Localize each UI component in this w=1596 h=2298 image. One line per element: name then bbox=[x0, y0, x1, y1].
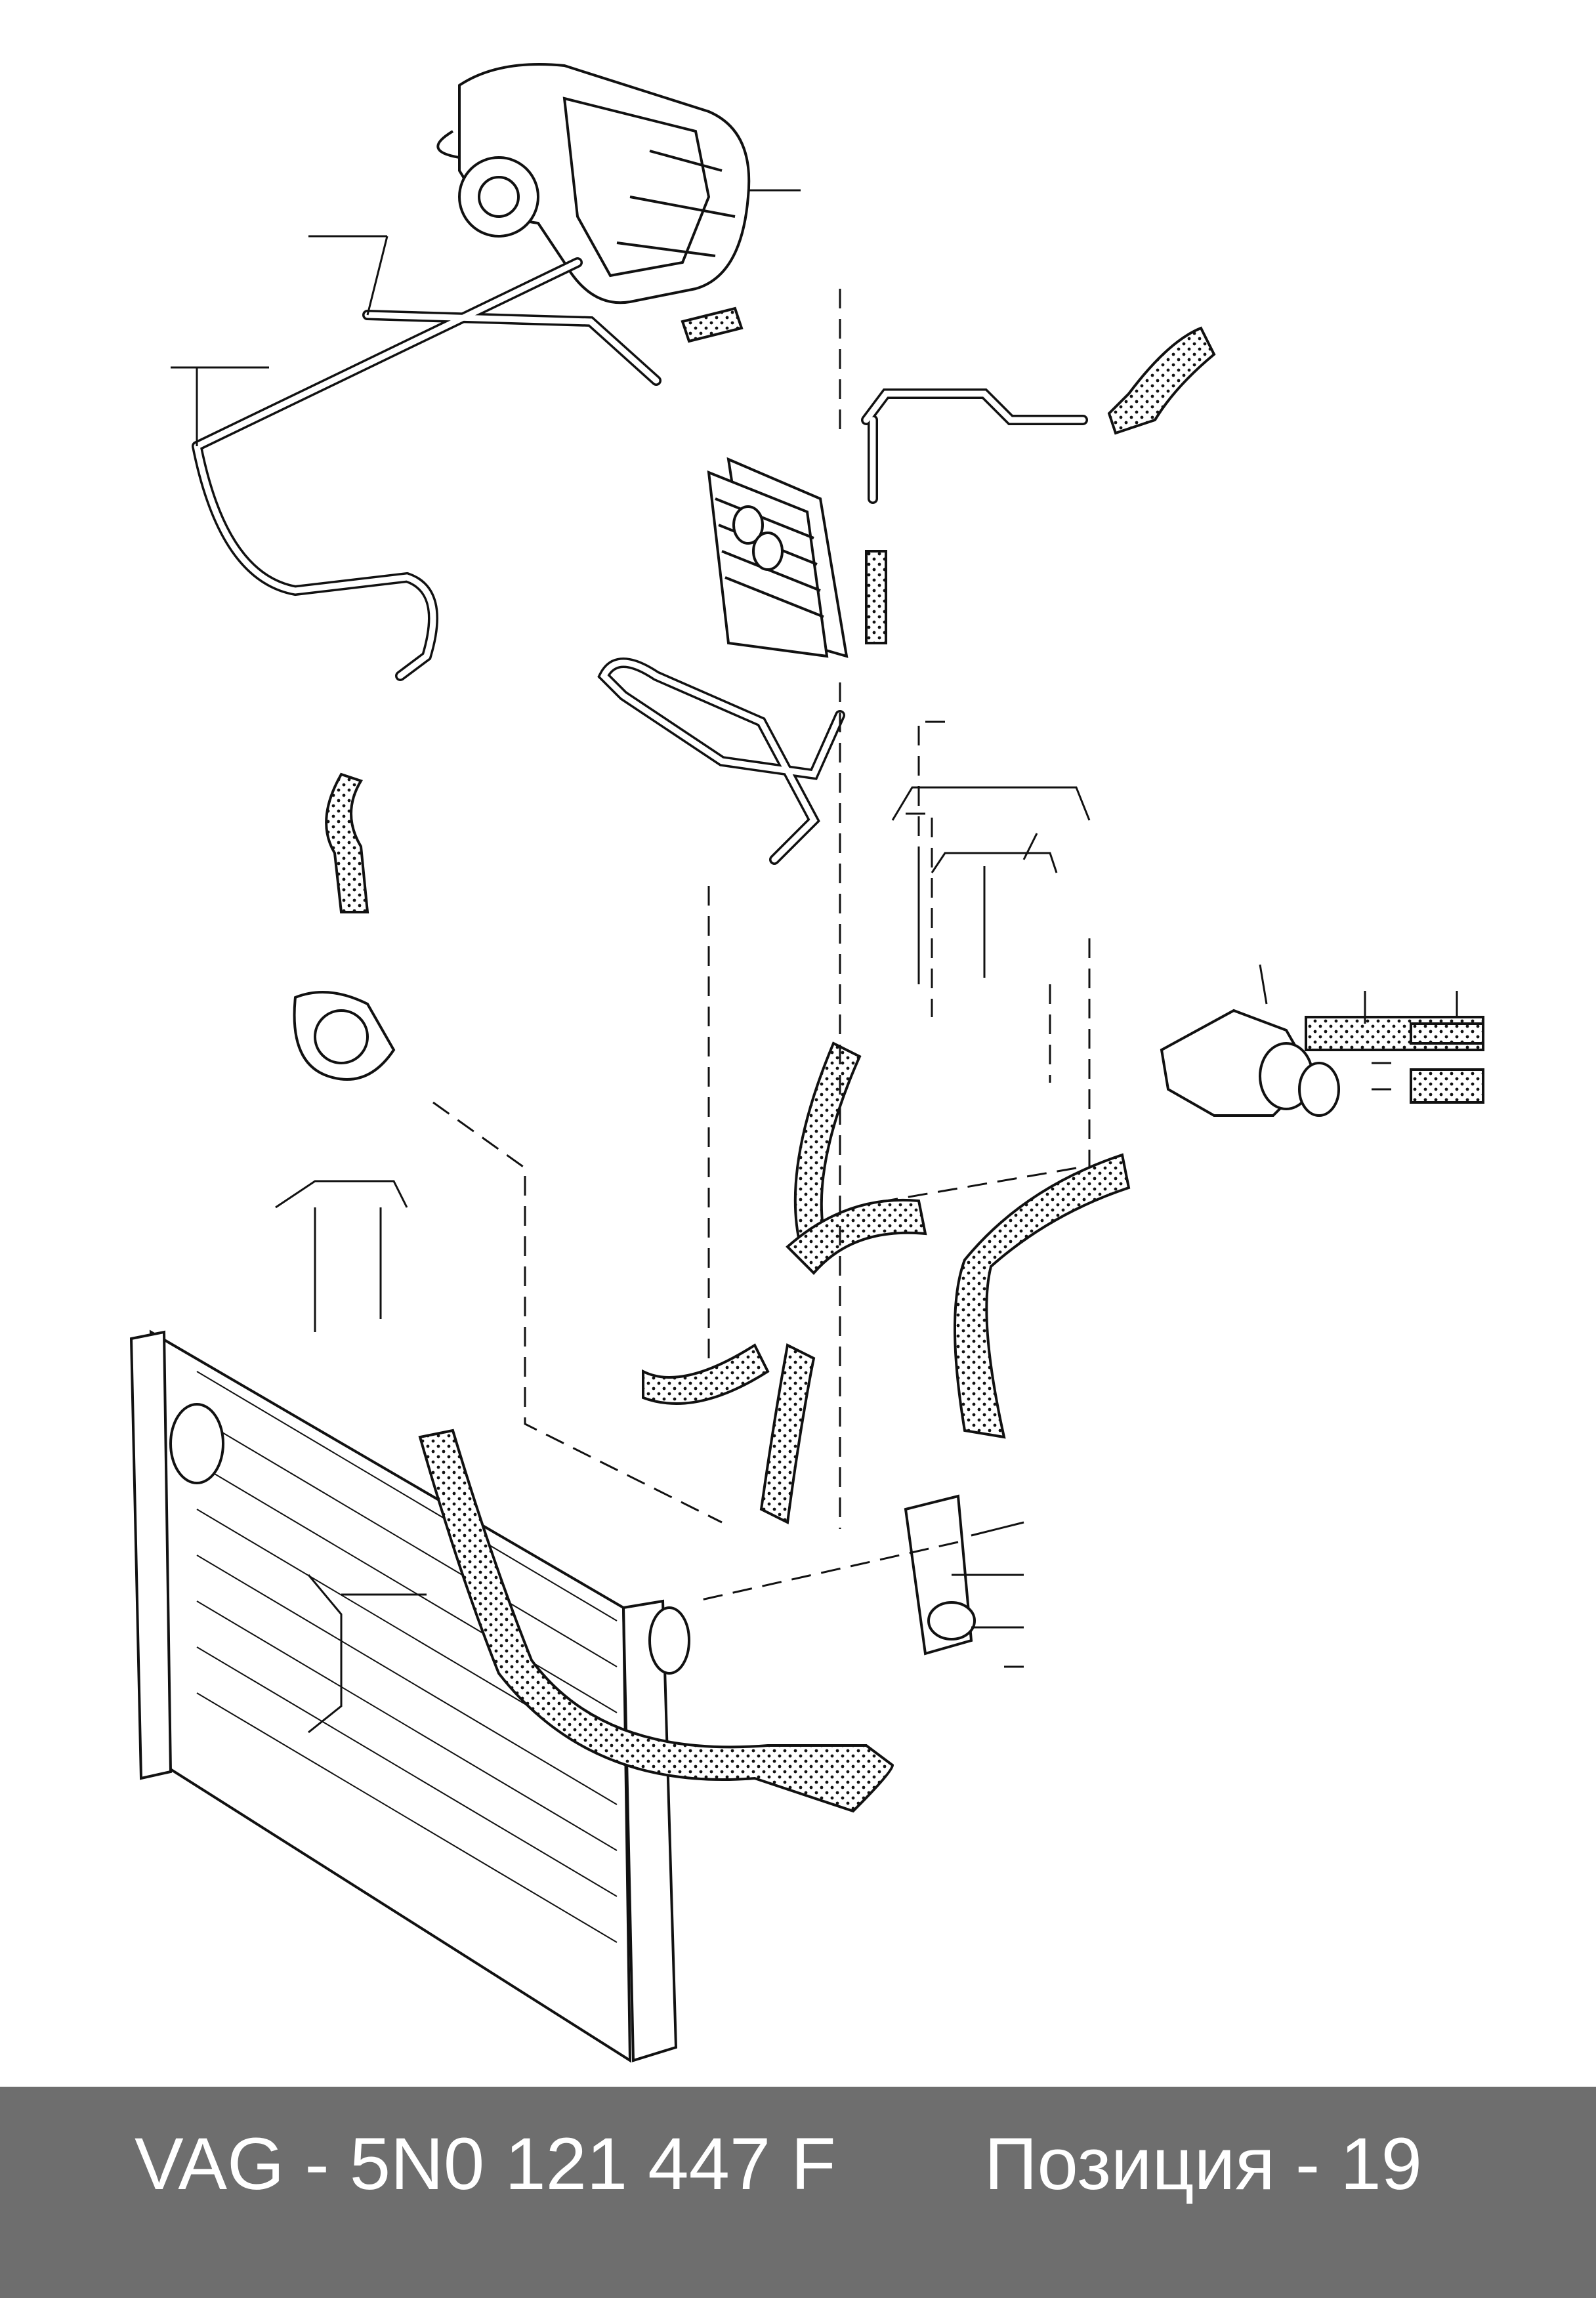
turbocharger bbox=[436, 63, 751, 304]
thermostat-housing bbox=[293, 991, 1340, 1656]
turbo-coolant-lines bbox=[192, 257, 1088, 865]
oil-cooler bbox=[707, 457, 849, 658]
part-number-label: VAG - 5N0 121 447 F bbox=[135, 2123, 836, 2205]
radiator bbox=[129, 1329, 690, 2063]
footer-bar bbox=[0, 2087, 1596, 2298]
coolant-hoses bbox=[325, 306, 1484, 1813]
cooling-system-diagram: 87 bbox=[129, 63, 1484, 2063]
leader-lines bbox=[171, 189, 1458, 1734]
position-label: Позиция - 19 bbox=[984, 2123, 1422, 2205]
turbo-coolant-lines-inner bbox=[194, 259, 1086, 863]
